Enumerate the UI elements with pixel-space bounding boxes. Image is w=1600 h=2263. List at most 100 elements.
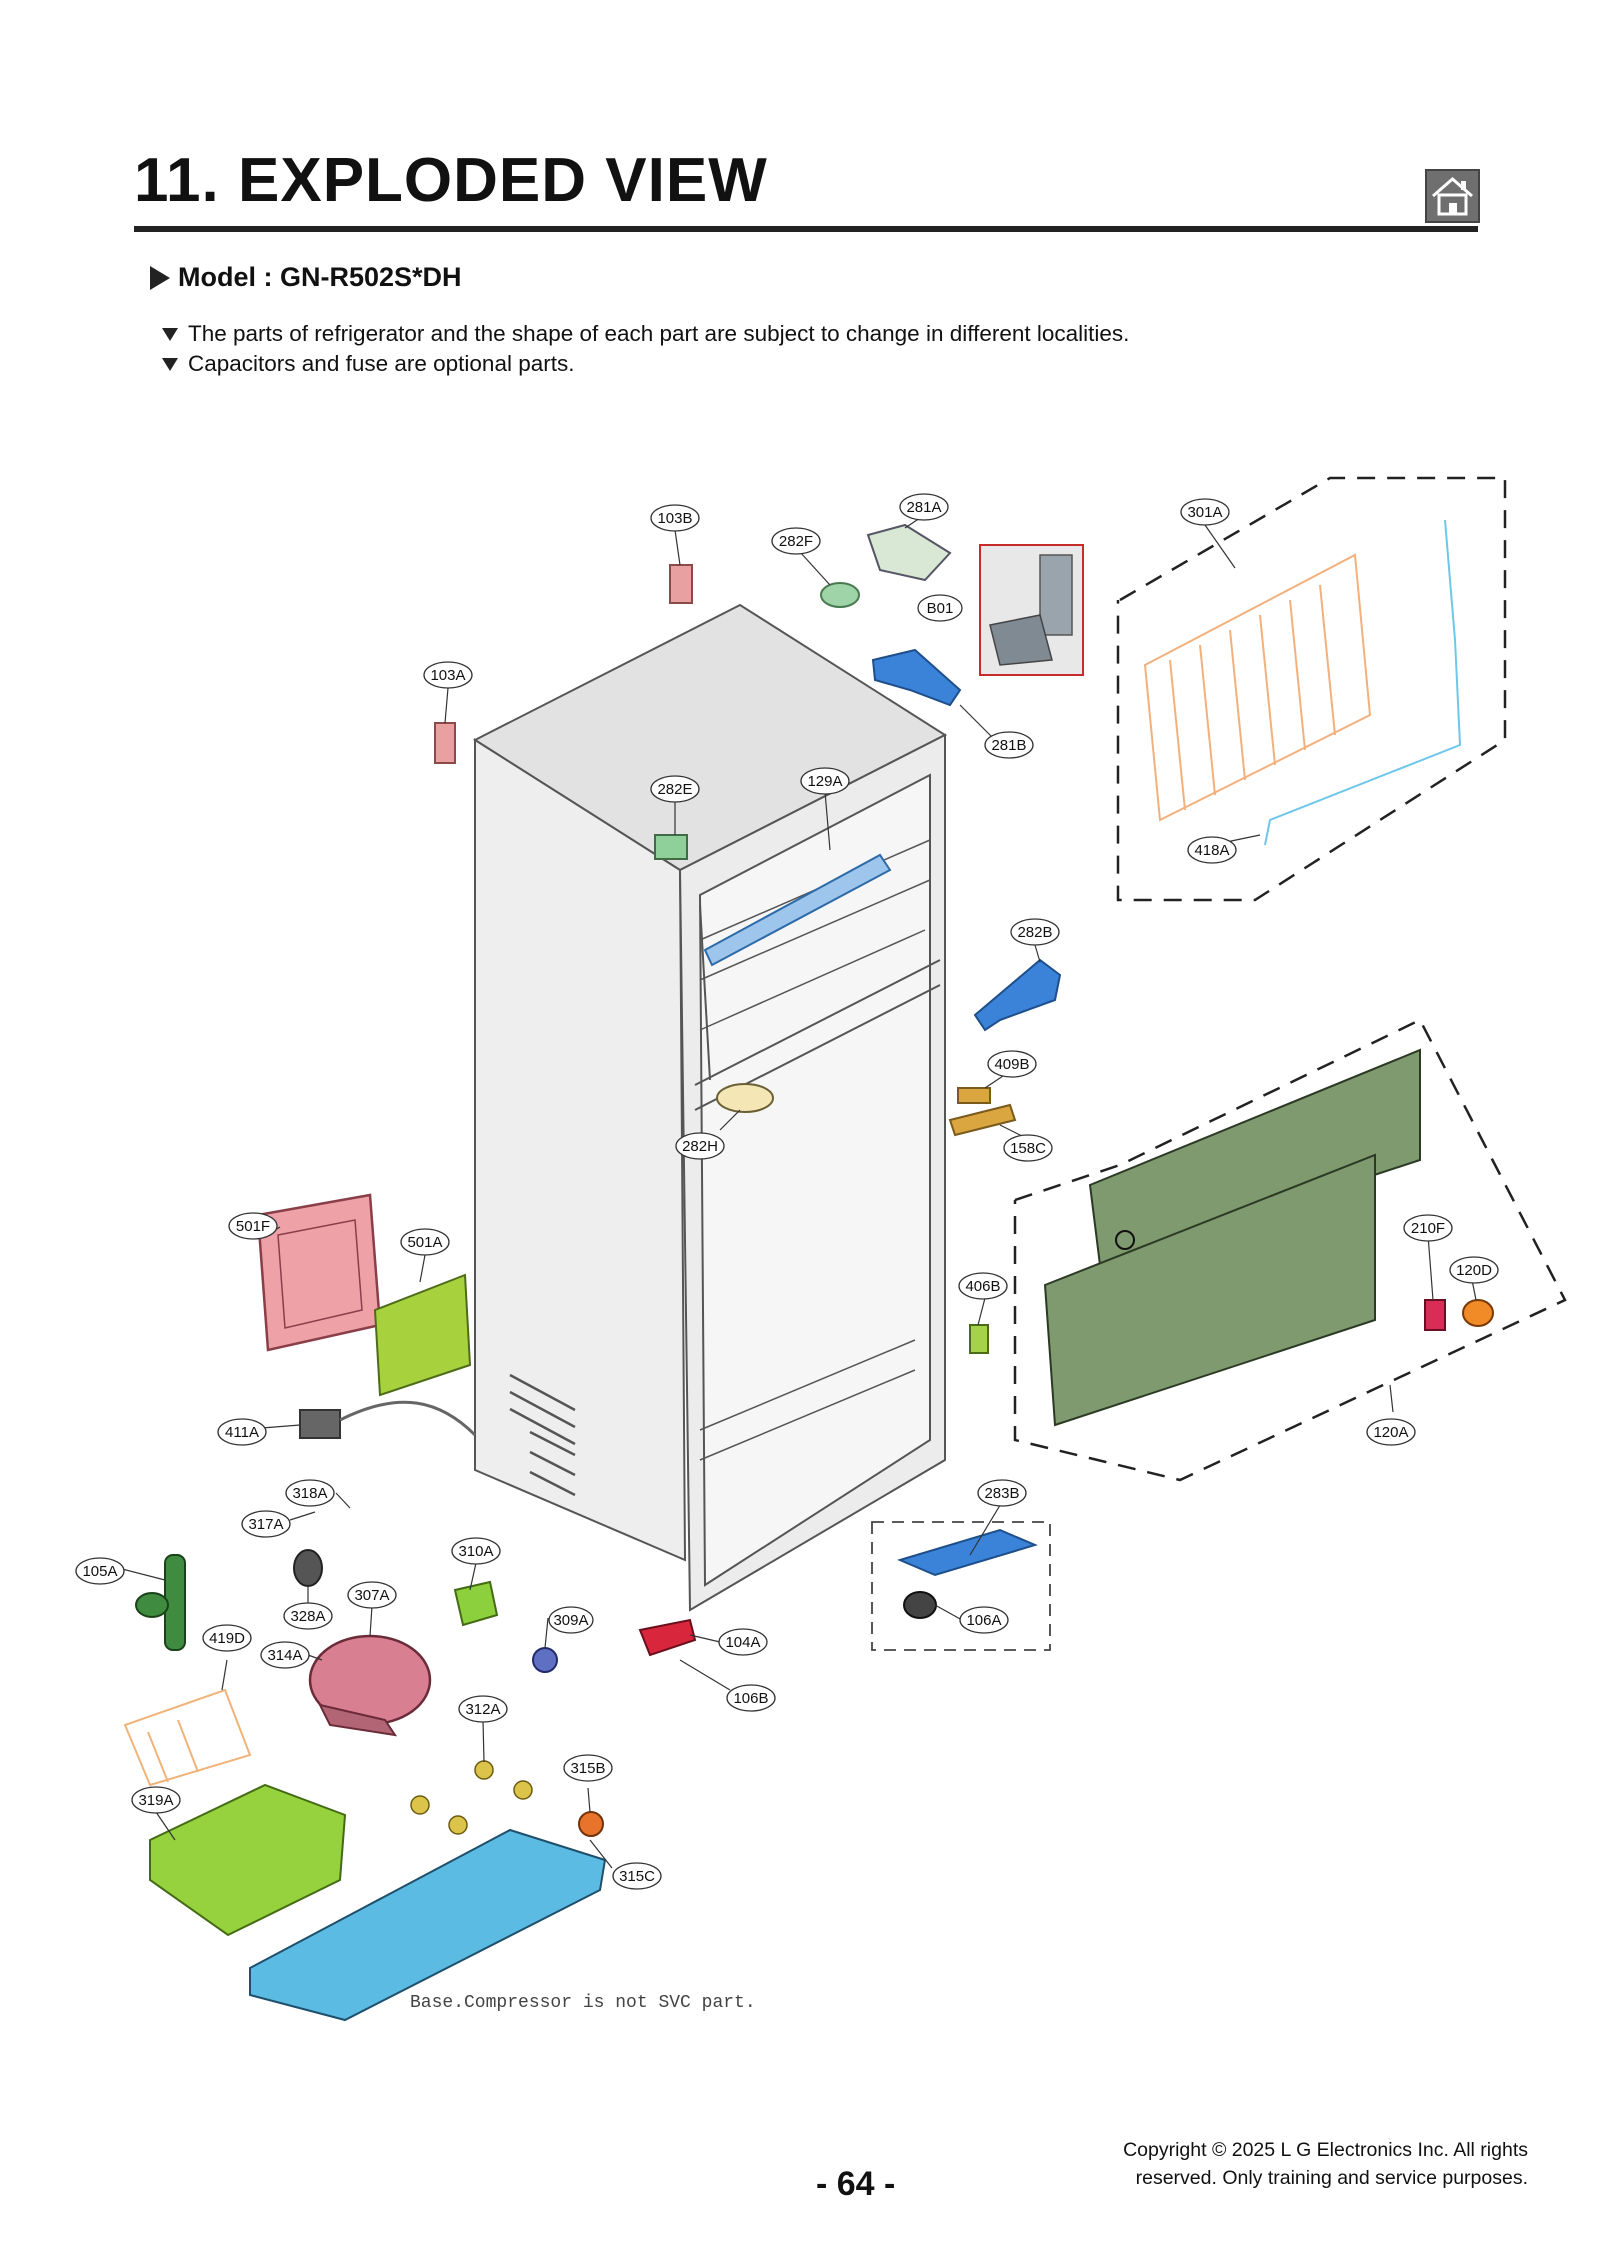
fuse-part bbox=[1424, 1299, 1446, 1331]
callout-411A: 411A bbox=[217, 1418, 267, 1446]
svg-text:281B: 281B bbox=[991, 737, 1026, 754]
svg-text:309A: 309A bbox=[553, 1612, 588, 1629]
cap-part bbox=[820, 582, 860, 608]
hinge-lower-dashed-box bbox=[871, 1521, 1051, 1651]
note-line: Capacitors and fuse are optional parts. bbox=[162, 351, 574, 377]
page-number: - 64 - bbox=[816, 2165, 896, 2203]
svg-text:120A: 120A bbox=[1373, 1424, 1408, 1441]
svg-text:312A: 312A bbox=[465, 1701, 500, 1718]
svg-text:314A: 314A bbox=[267, 1647, 302, 1664]
callout-B01: B01 bbox=[917, 594, 963, 622]
callout-281A: 281A bbox=[899, 493, 949, 521]
evaporator-part bbox=[1143, 553, 1372, 822]
callout-106B: 106B bbox=[726, 1684, 776, 1712]
callout-103B: 103B bbox=[650, 504, 700, 532]
svg-text:418A: 418A bbox=[1194, 842, 1229, 859]
svg-text:210F: 210F bbox=[1411, 1220, 1445, 1237]
svg-text:307A: 307A bbox=[354, 1587, 389, 1604]
callout-106A: 106A bbox=[959, 1606, 1009, 1634]
callout-501A: 501A bbox=[400, 1228, 450, 1256]
svg-text:310A: 310A bbox=[458, 1543, 493, 1560]
callout-282H: 282H bbox=[675, 1132, 725, 1160]
copyright-line: reserved. Only training and service purp… bbox=[1135, 2167, 1528, 2189]
svg-text:317A: 317A bbox=[248, 1516, 283, 1533]
note-text: The parts of refrigerator and the shape … bbox=[188, 321, 1130, 346]
callout-419D: 419D bbox=[202, 1624, 252, 1652]
callout-282E: 282E bbox=[650, 775, 700, 803]
svg-text:301A: 301A bbox=[1187, 504, 1222, 521]
callout-406B: 406B bbox=[958, 1272, 1008, 1300]
hinge-part-yellow bbox=[957, 1087, 991, 1104]
screw-photo-bolt bbox=[989, 554, 1073, 666]
callout-319A: 319A bbox=[131, 1786, 181, 1814]
heater-part bbox=[123, 1688, 252, 1787]
callout-418A: 418A bbox=[1187, 836, 1237, 864]
svg-text:315B: 315B bbox=[570, 1760, 605, 1777]
cable-connector-part bbox=[532, 1647, 558, 1673]
svg-text:103B: 103B bbox=[657, 510, 692, 527]
hinge-part-yellow bbox=[948, 1103, 1017, 1137]
svg-text:281A: 281A bbox=[906, 499, 941, 516]
svg-text:282E: 282E bbox=[657, 781, 692, 798]
capacitor-part bbox=[1462, 1299, 1494, 1327]
svg-text:106B: 106B bbox=[733, 1690, 768, 1707]
control-panel-part bbox=[654, 834, 688, 860]
callout-105A: 105A bbox=[75, 1557, 125, 1585]
hinge-lower-part bbox=[897, 1528, 1038, 1619]
callout-282B: 282B bbox=[1010, 918, 1060, 946]
overload-protector-part bbox=[453, 1580, 499, 1627]
svg-text:501A: 501A bbox=[407, 1234, 442, 1251]
svg-text:158C: 158C bbox=[1010, 1140, 1046, 1157]
evaporator-dashed-box bbox=[1116, 476, 1507, 902]
copyright-line: Copyright © 2025 L G Electronics Inc. Al… bbox=[1123, 2139, 1528, 2161]
drain-tube-part bbox=[256, 1193, 382, 1352]
lamp-part bbox=[716, 1083, 774, 1113]
model-label: Model : GN-R502S*DH bbox=[178, 262, 462, 292]
damper-part bbox=[638, 1618, 697, 1657]
note-text: Capacitors and fuse are optional parts. bbox=[188, 351, 575, 376]
callout-281B: 281B bbox=[984, 731, 1034, 759]
down-triangle-icon bbox=[162, 327, 178, 341]
title-underline bbox=[134, 226, 1478, 232]
page-title: 11. EXPLODED VIEW bbox=[134, 146, 768, 215]
callout-283B: 283B bbox=[977, 1479, 1027, 1507]
callout-158C: 158C bbox=[1003, 1134, 1053, 1162]
callout-282F: 282F bbox=[771, 527, 821, 555]
service-note: Base.Compressor is not SVC part. bbox=[410, 1993, 756, 2013]
svg-text:318A: 318A bbox=[292, 1485, 327, 1502]
callout-310A: 310A bbox=[451, 1537, 501, 1565]
svg-text:105A: 105A bbox=[82, 1563, 117, 1580]
home-button[interactable] bbox=[1425, 169, 1480, 223]
callout-307A: 307A bbox=[347, 1581, 397, 1609]
svg-text:283B: 283B bbox=[984, 1485, 1019, 1502]
svg-text:120D: 120D bbox=[1456, 1262, 1492, 1279]
svg-text:103A: 103A bbox=[430, 667, 465, 684]
callout-312A: 312A bbox=[458, 1695, 508, 1723]
base-foot-part bbox=[578, 1811, 604, 1837]
rubber-feet bbox=[410, 1760, 533, 1835]
callout-309A: 309A bbox=[548, 1606, 594, 1634]
drain-hose-part bbox=[135, 1554, 186, 1651]
down-triangle-icon bbox=[162, 357, 178, 371]
callout-328A: 328A bbox=[283, 1602, 333, 1630]
hinge-cover-part bbox=[434, 722, 456, 764]
svg-text:328A: 328A bbox=[290, 1608, 325, 1625]
svg-text:B01: B01 bbox=[927, 600, 954, 617]
power-cord-part bbox=[299, 1400, 477, 1439]
hinge-part-blue bbox=[973, 958, 1062, 1032]
model-heading: Model : GN-R502S*DH bbox=[150, 262, 462, 293]
svg-text:406B: 406B bbox=[965, 1278, 1000, 1295]
callout-210F: 210F bbox=[1403, 1214, 1453, 1242]
relay-part bbox=[293, 1549, 323, 1587]
cabinet-vents bbox=[509, 1373, 576, 1497]
svg-text:419D: 419D bbox=[209, 1630, 245, 1647]
callout-104A: 104A bbox=[718, 1628, 768, 1656]
cabinet-body bbox=[472, 603, 948, 1612]
blue-shelf-rail bbox=[703, 853, 892, 967]
svg-text:501F: 501F bbox=[236, 1218, 270, 1235]
svg-text:129A: 129A bbox=[807, 773, 842, 790]
svg-text:315C: 315C bbox=[619, 1868, 655, 1885]
pcb-cover-part bbox=[373, 1273, 472, 1397]
hinge-cap-part bbox=[866, 523, 952, 582]
callout-301A: 301A bbox=[1180, 498, 1230, 526]
